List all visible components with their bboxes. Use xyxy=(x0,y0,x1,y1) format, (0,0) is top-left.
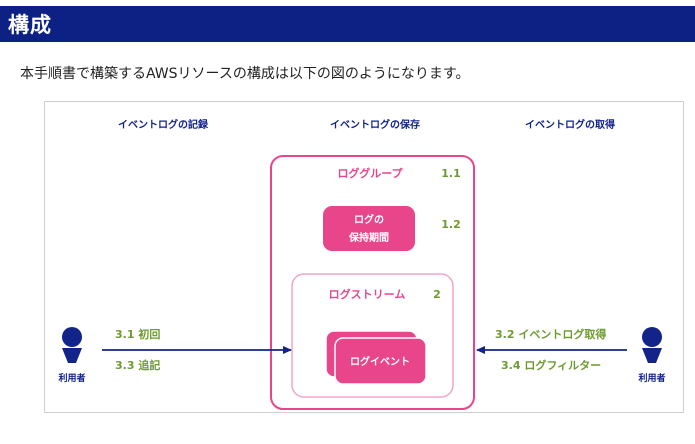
log-group-number: 1.1 xyxy=(441,167,461,180)
left-step-append: 3.3 追記 xyxy=(115,358,160,372)
left-user-label: 利用者 xyxy=(57,372,85,384)
section-heading: 構成 xyxy=(0,6,695,42)
left-step-initial: 3.1 初回 xyxy=(115,327,160,341)
log-event-box xyxy=(334,337,427,385)
right-step-filter: 3.4 ログフィルター xyxy=(501,358,601,372)
log-group-box xyxy=(270,155,475,410)
retention-number: 1.2 xyxy=(441,218,461,231)
log-event-label: ログイベント xyxy=(350,355,410,368)
retention-label-line1: ログの xyxy=(354,213,384,226)
left-user-icon xyxy=(62,327,82,363)
column-header-record: イベントログの記録 xyxy=(118,118,209,131)
log-stream-label: ログストリーム xyxy=(329,287,406,301)
diagram-canvas: イベントログの記録 イベントログの保存 イベントログの取得 ロググループ 1.1… xyxy=(57,118,666,410)
section-title: 構成 xyxy=(8,13,52,37)
retention-box xyxy=(323,206,415,251)
intro-text: 本手順書で構築するAWSリソースの構成は以下の図のようになります。 xyxy=(20,66,470,82)
log-stream-box xyxy=(291,273,454,398)
column-header-store: イベントログの保存 xyxy=(330,118,420,131)
log-stream-number: 2 xyxy=(433,288,441,301)
retention-label-line2: 保持期間 xyxy=(348,231,389,244)
right-user-label: 利用者 xyxy=(637,372,665,384)
architecture-diagram: イベントログの記録 イベントログの保存 イベントログの取得 ロググループ 1.1… xyxy=(44,101,684,413)
right-step-retrieve: 3.2 イベントログ取得 xyxy=(495,327,606,341)
log-group-label: ロググループ xyxy=(337,166,403,180)
column-header-retrieve: イベントログの取得 xyxy=(525,118,615,131)
right-user-icon xyxy=(642,327,662,363)
